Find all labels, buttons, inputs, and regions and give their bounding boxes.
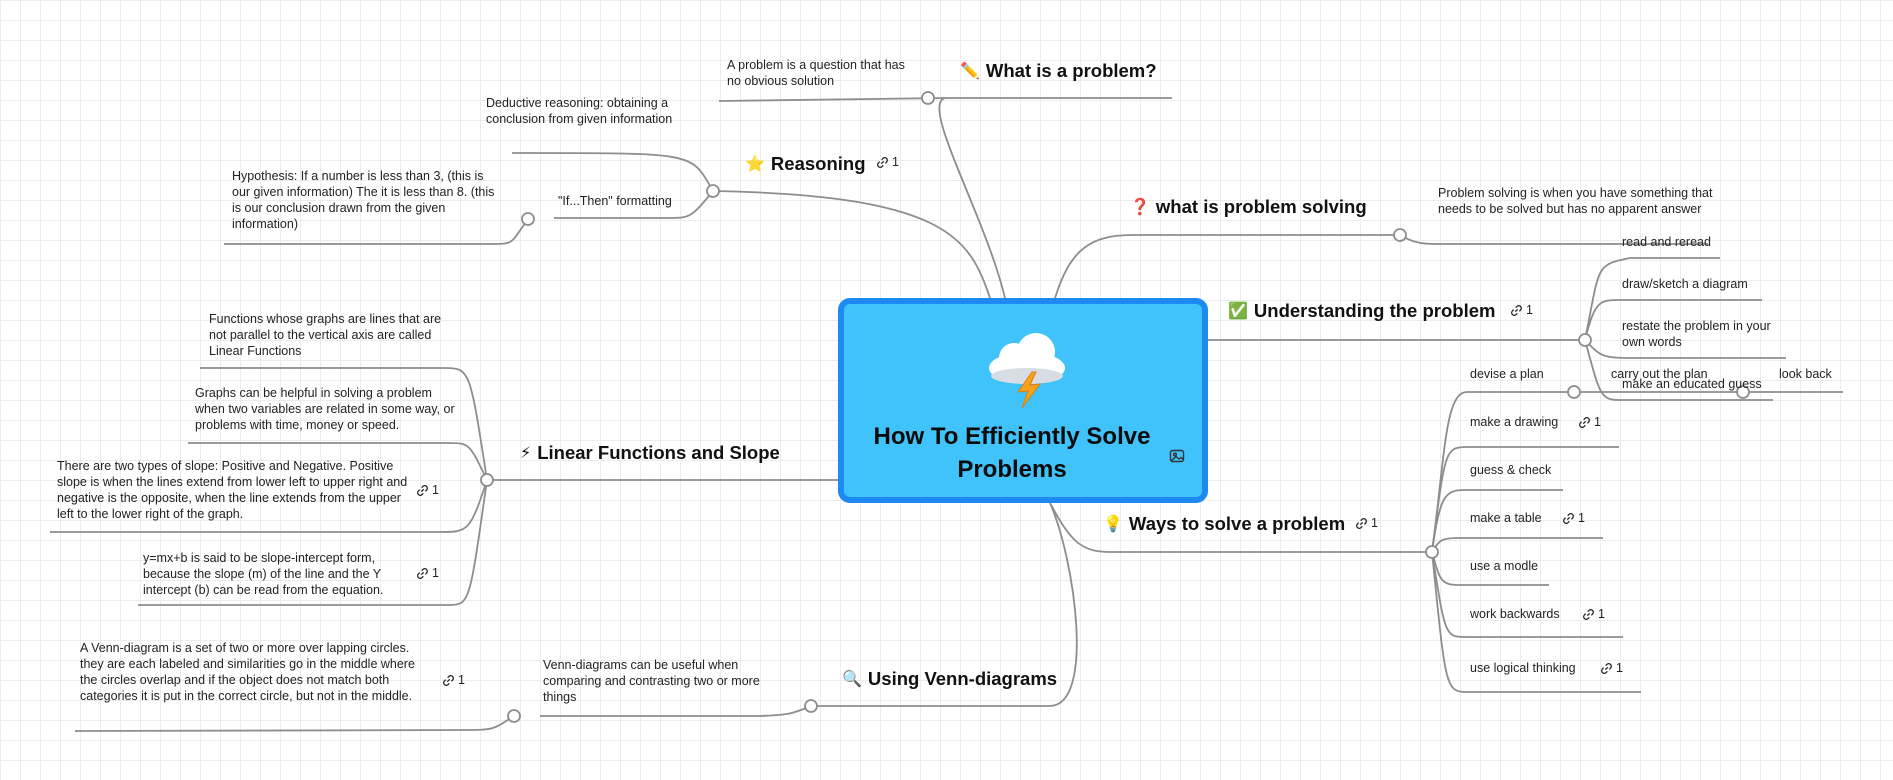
ways-link-badge[interactable]: 1	[1355, 516, 1378, 530]
reasoning-link-badge[interactable]: 1	[876, 155, 899, 169]
star-icon: ⭐	[745, 156, 765, 173]
link-icon	[443, 674, 454, 686]
way-item[interactable]: make a table	[1470, 511, 1542, 525]
central-topic-title: How To Efficiently Solve Problems	[873, 423, 1151, 483]
image-icon[interactable]	[1169, 448, 1185, 464]
way-item[interactable]: work backwards	[1470, 607, 1560, 621]
linear-link-badge[interactable]: 1	[416, 566, 439, 580]
branch-label: Ways to solve a problem	[1128, 513, 1346, 534]
understanding-link-badge[interactable]: 1	[1510, 303, 1533, 317]
understanding-item[interactable]: make an educated guess	[1622, 377, 1762, 391]
way-link-badge[interactable]: 1	[1600, 661, 1623, 675]
link-icon	[1356, 517, 1367, 529]
linear-link-badge[interactable]: 1	[416, 483, 439, 497]
link-icon	[417, 567, 428, 579]
pencil-icon: ✏️	[960, 63, 980, 80]
venn-usefulness-text[interactable]: Venn-diagrams can be useful when compari…	[543, 658, 760, 704]
way-item[interactable]: use a modle	[1470, 559, 1539, 573]
way-item[interactable]: devise a plan	[1470, 367, 1544, 381]
way-item[interactable]: use logical thinking	[1470, 661, 1576, 675]
branch-label: What is a problem?	[985, 60, 1157, 81]
deductive-reasoning-text[interactable]: Deductive reasoning: obtaining a conclus…	[486, 96, 673, 126]
understanding-item[interactable]: restate the problem in your own words	[1622, 319, 1771, 349]
central-topic[interactable]: How To Efficiently Solve Problems	[838, 298, 1208, 503]
problem-solving-definition[interactable]: Problem solving is when you have somethi…	[1438, 186, 1713, 216]
hypothesis-text[interactable]: Hypothesis: If a number is less than 3, …	[232, 169, 495, 231]
problem-definition[interactable]: A problem is a question that has no obvi…	[727, 58, 905, 88]
branch-label: Reasoning	[770, 153, 866, 174]
way-item[interactable]: guess & check	[1470, 463, 1552, 477]
venn-link-badge[interactable]: 1	[442, 673, 465, 687]
way-item[interactable]: make a drawing	[1470, 415, 1559, 429]
branch-ways-to-solve-a-problem[interactable]: 💡 Ways to solve a problem	[1103, 513, 1345, 535]
branch-using-venn-diagrams[interactable]: 🔍 Using Venn-diagrams	[842, 668, 1057, 690]
look-back-item[interactable]: look back	[1779, 367, 1832, 381]
magnifier-icon: 🔍	[842, 671, 862, 688]
way-link-badge[interactable]: 1	[1578, 415, 1601, 429]
linear-fact[interactable]: y=mx+b is said to be slope-intercept for…	[143, 551, 384, 597]
linear-fact[interactable]: Functions whose graphs are lines that ar…	[209, 312, 442, 358]
branch-understanding-the-problem[interactable]: ✅ Understanding the problem	[1228, 300, 1495, 322]
light-bulb-icon: 💡	[1103, 516, 1123, 533]
linear-fact[interactable]: There are two types of slope: Positive a…	[57, 459, 408, 521]
way-link-badge[interactable]: 1	[1562, 511, 1585, 525]
storm-cloud-icon	[989, 333, 1065, 408]
link-icon	[1579, 416, 1590, 428]
link-icon	[417, 484, 428, 496]
link-icon	[1511, 304, 1522, 316]
branch-label: Understanding the problem	[1253, 300, 1496, 321]
branch-what-is-a-problem[interactable]: ✏️ What is a problem?	[960, 60, 1157, 82]
lightning-icon: ⚡	[520, 445, 532, 462]
check-mark-icon: ✅	[1228, 303, 1248, 320]
branch-label: Using Venn-diagrams	[867, 668, 1058, 689]
linear-fact[interactable]: Graphs can be helpful in solving a probl…	[195, 386, 455, 432]
branch-label: Linear Functions and Slope	[537, 442, 780, 463]
branch-label: what is problem solving	[1155, 196, 1367, 217]
understanding-item[interactable]: draw/sketch a diagram	[1622, 277, 1748, 291]
if-then-text[interactable]: "If...Then" formatting	[558, 194, 672, 208]
link-icon	[1583, 608, 1594, 620]
link-icon	[1601, 662, 1612, 674]
link-icon	[877, 156, 888, 168]
venn-definition-text[interactable]: A Venn-diagram is a set of two or more o…	[80, 641, 415, 703]
understanding-item[interactable]: read and reread	[1622, 235, 1711, 249]
branch-linear-functions-and-slope[interactable]: ⚡ Linear Functions and Slope	[520, 442, 780, 464]
question-mark-icon: ❓	[1130, 199, 1150, 216]
branch-what-is-problem-solving[interactable]: ❓ what is problem solving	[1130, 196, 1367, 218]
branch-reasoning[interactable]: ⭐ Reasoning	[745, 153, 866, 175]
way-link-badge[interactable]: 1	[1582, 607, 1605, 621]
carry-out-plan-item[interactable]: carry out the plan	[1611, 367, 1708, 381]
link-icon	[1563, 512, 1574, 524]
